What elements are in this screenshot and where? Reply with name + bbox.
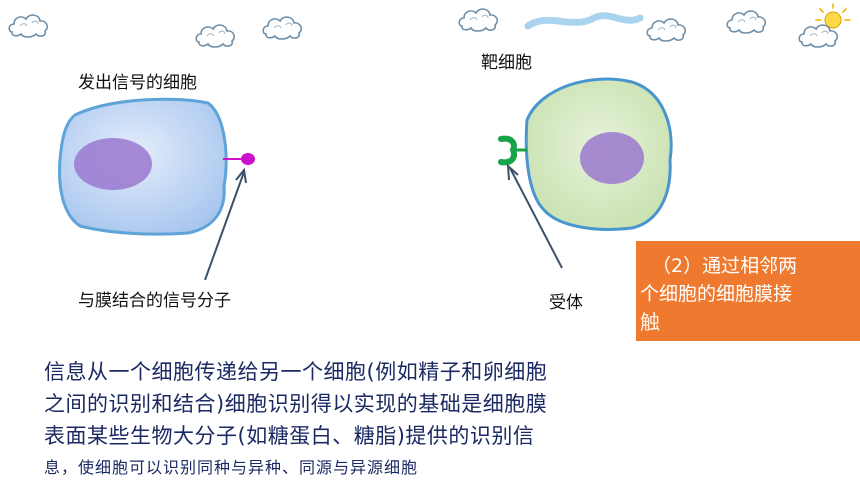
callout-line-2: 个细胞的细胞膜接 (640, 283, 793, 305)
callout-line-1: （2）通过相邻两 (652, 255, 798, 277)
signaling-cell-nucleus (74, 138, 152, 190)
cloud-icon (262, 16, 303, 40)
paragraph-line-2: 之间的识别和结合)细胞识别得以实现的基础是细胞膜 (44, 392, 548, 416)
cloud-icon (8, 14, 49, 38)
target-cell-label: 靶细胞 (481, 53, 532, 73)
wispy-cloud-icon (524, 12, 644, 30)
receptor-label: 受体 (549, 293, 583, 313)
paragraph-line-3: 表面某些生物大分子(如糖蛋白、糖脂)提供的识别信 (44, 424, 535, 448)
pointer-arrow-signal (204, 167, 247, 281)
method-callout-box: （2）通过相邻两 个细胞的细胞膜接 触 (636, 241, 860, 341)
paragraph-line-1: 信息从一个细胞传递给另一个细胞(例如精子和卵细胞 (44, 360, 548, 384)
cloud-icon (726, 10, 767, 34)
explanation-paragraph: 信息从一个细胞传递给另一个细胞(例如精子和卵细胞 之间的识别和结合)细胞识别得以… (44, 356, 664, 484)
cloud-icon (195, 24, 236, 48)
target-cell-nucleus (580, 132, 644, 184)
signal-molecule-label: 与膜结合的信号分子 (78, 291, 231, 311)
cloud-icon (646, 18, 687, 42)
signaling-cell-label: 发出信号的细胞 (78, 73, 197, 93)
sun-icon (815, 3, 851, 29)
pointer-arrow-receptor (506, 163, 563, 269)
paragraph-line-4: 息，使细胞可以识别同种与异种、同源与异源细胞 (44, 458, 419, 477)
signal-molecule (241, 153, 255, 165)
callout-line-3: 触 (640, 310, 660, 334)
cloud-icon (458, 8, 499, 32)
receptor (498, 135, 527, 166)
